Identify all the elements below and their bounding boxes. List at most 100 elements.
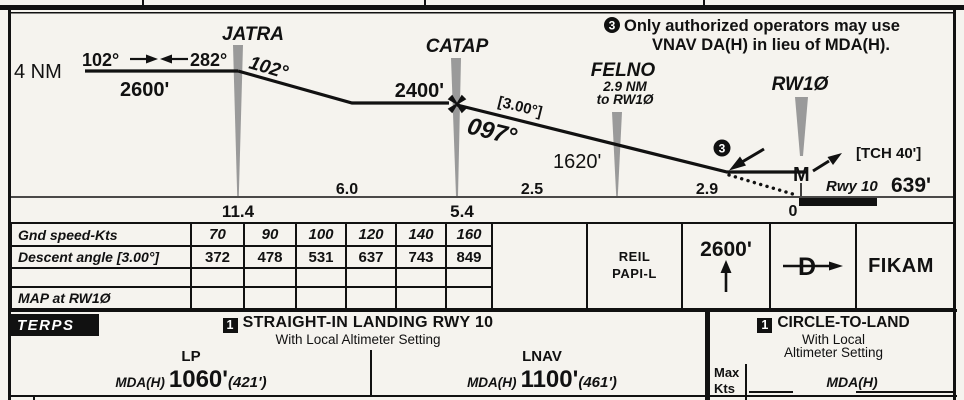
empty-cell bbox=[397, 269, 447, 288]
pt-altitude: 2600' bbox=[120, 79, 169, 101]
speed-value: 90 bbox=[245, 224, 297, 247]
max-kts-divider bbox=[745, 364, 747, 395]
section-heavy-rule bbox=[0, 5, 964, 10]
chart-right-border bbox=[953, 10, 956, 400]
felno-dist-line2: to RW1Ø bbox=[597, 92, 654, 107]
rw10-fix-label: RW1Ø bbox=[772, 74, 830, 95]
missed-approach-direct-cell: D bbox=[769, 224, 855, 308]
lp-label: LP bbox=[181, 348, 201, 365]
empty-cell bbox=[245, 288, 297, 308]
lighting-cell: REIL PAPI-L bbox=[586, 224, 681, 308]
max-kts-line2: Kts bbox=[714, 380, 735, 396]
lighting-reil: REIL bbox=[618, 249, 651, 265]
direct-to-arrow-icon: D bbox=[783, 253, 843, 281]
max-kts-line1: Max bbox=[714, 365, 740, 380]
lnav-mda-label: MDA(H) bbox=[467, 375, 517, 390]
felno-fix-bar bbox=[612, 112, 622, 196]
pt-inbound-course: 282° bbox=[190, 50, 227, 70]
angle-row-label: Descent angle [3.00°] bbox=[12, 247, 192, 269]
top-strip-tick bbox=[703, 0, 705, 7]
ctl-mda-rule-right bbox=[856, 391, 955, 393]
lp-mda-value: 1060' bbox=[168, 366, 228, 393]
pt-inbound-arrow-icon bbox=[160, 54, 172, 64]
empty-cell bbox=[447, 288, 491, 308]
empty-info-cell bbox=[493, 224, 586, 308]
lp-minimums-column: LP MDA(H)1060'(421') bbox=[8, 348, 374, 394]
chart-left-border bbox=[8, 10, 11, 400]
note3-arrow-icon bbox=[729, 156, 746, 171]
profile-box-top-rule bbox=[10, 12, 953, 14]
note3-text-ref-number: 3 bbox=[609, 19, 616, 33]
jatra-outbound-course: 102° bbox=[247, 53, 291, 84]
dist-catap-felno: 2.5 bbox=[521, 181, 543, 198]
note3-text-ref-circle bbox=[604, 17, 620, 33]
tch-arrow-icon bbox=[827, 153, 842, 165]
tch-label: [TCH 40'] bbox=[856, 145, 921, 162]
pt-outbound-course: 102° bbox=[82, 50, 119, 70]
dist-threshold: 0 bbox=[789, 203, 798, 220]
faf-maltese-cross-icon bbox=[447, 94, 467, 114]
missed-approach-fix-cell: FIKAM bbox=[855, 224, 945, 308]
empty-cell bbox=[12, 269, 192, 288]
straight-in-title-text: STRAIGHT-IN LANDING RWY 10 bbox=[242, 314, 494, 331]
lnav-label: LNAV bbox=[522, 348, 562, 365]
note3-line1: Only authorized operators may use bbox=[624, 17, 900, 35]
terps-badge: TERPS bbox=[11, 314, 99, 336]
direct-symbol: D bbox=[798, 253, 816, 281]
felno-fix-label: FELNO bbox=[591, 60, 656, 81]
descent-path-1 bbox=[237, 69, 449, 105]
jatra-fix-bar bbox=[233, 45, 243, 196]
circle-to-land-title-text: CIRCLE-TO-LAND bbox=[777, 314, 910, 331]
ctl-subtitle-2: Altimeter Setting bbox=[783, 345, 884, 360]
catap-fix-label: CATAP bbox=[426, 36, 489, 57]
straight-in-subtitle: With Local Altimeter Setting bbox=[275, 332, 441, 347]
lighting-papi: PAPI-L bbox=[612, 266, 657, 281]
dist-felno-rw10: 2.9 bbox=[696, 181, 718, 198]
dist-catap-dme: 5.4 bbox=[450, 202, 474, 221]
jatra-fix-label: JATRA bbox=[222, 24, 284, 45]
rwy-elevation: 639' bbox=[891, 174, 931, 197]
ctl-mda-rule-left bbox=[749, 391, 793, 393]
descent-rate: 849 bbox=[447, 247, 491, 269]
lnav-mda-height: (461') bbox=[578, 374, 617, 391]
speed-value: 160 bbox=[447, 224, 491, 247]
missed-approach-fix: FIKAM bbox=[868, 254, 934, 277]
lnav-mda-value: 1100' bbox=[520, 366, 579, 393]
lp-mda-label: MDA(H) bbox=[115, 375, 165, 390]
descent-rate: 743 bbox=[397, 247, 447, 269]
ctl-subtitle-1: With Local bbox=[801, 332, 866, 347]
empty-cell bbox=[192, 269, 245, 288]
section-divider bbox=[705, 312, 710, 400]
catap-altitude: 2400' bbox=[395, 80, 444, 102]
lnav-minimums-column: LNAV MDA(H)1100'(461') bbox=[374, 348, 710, 394]
dist-jatra-catap: 6.0 bbox=[336, 181, 358, 198]
empty-cell bbox=[447, 269, 491, 288]
profile-view: 4 NM 102° 282° 2600' JATRA 102° CATAP 24… bbox=[0, 0, 964, 221]
empty-cell bbox=[245, 269, 297, 288]
lp-mda-line: MDA(H)1060'(421') bbox=[8, 366, 374, 394]
felno-dist-line1: 2.9 NM bbox=[602, 79, 647, 94]
max-kts-label: Max Kts bbox=[714, 365, 744, 396]
speed-value: 140 bbox=[397, 224, 447, 247]
note3-line2: VNAV DA(H) in lieu of MDA(H). bbox=[652, 36, 890, 54]
note3-arrow-tail bbox=[741, 147, 765, 164]
ctl-mda-label: MDA(H) bbox=[826, 374, 878, 390]
pt-outbound-arrow-icon bbox=[146, 54, 158, 64]
minimums-bottom-rule bbox=[8, 395, 957, 397]
conversion-table: Gnd speed-Kts 70 90 100 120 140 160 Desc… bbox=[10, 222, 493, 310]
rwy-label: Rwy 10 bbox=[826, 178, 878, 195]
dist-jatra-dme: 11.4 bbox=[222, 202, 255, 221]
map-row-label: MAP at RW1Ø bbox=[12, 288, 192, 308]
top-strip-tick bbox=[424, 0, 426, 6]
descent-rate: 478 bbox=[245, 247, 297, 269]
next-row-tick bbox=[745, 397, 747, 400]
lp-lnav-divider bbox=[370, 350, 372, 395]
top-strip-tick bbox=[142, 0, 144, 6]
info-cells-row: REIL PAPI-L 2600' D FIKAM bbox=[491, 222, 955, 310]
speed-value: 120 bbox=[347, 224, 397, 247]
pt-distance-label: 4 NM bbox=[14, 61, 62, 83]
